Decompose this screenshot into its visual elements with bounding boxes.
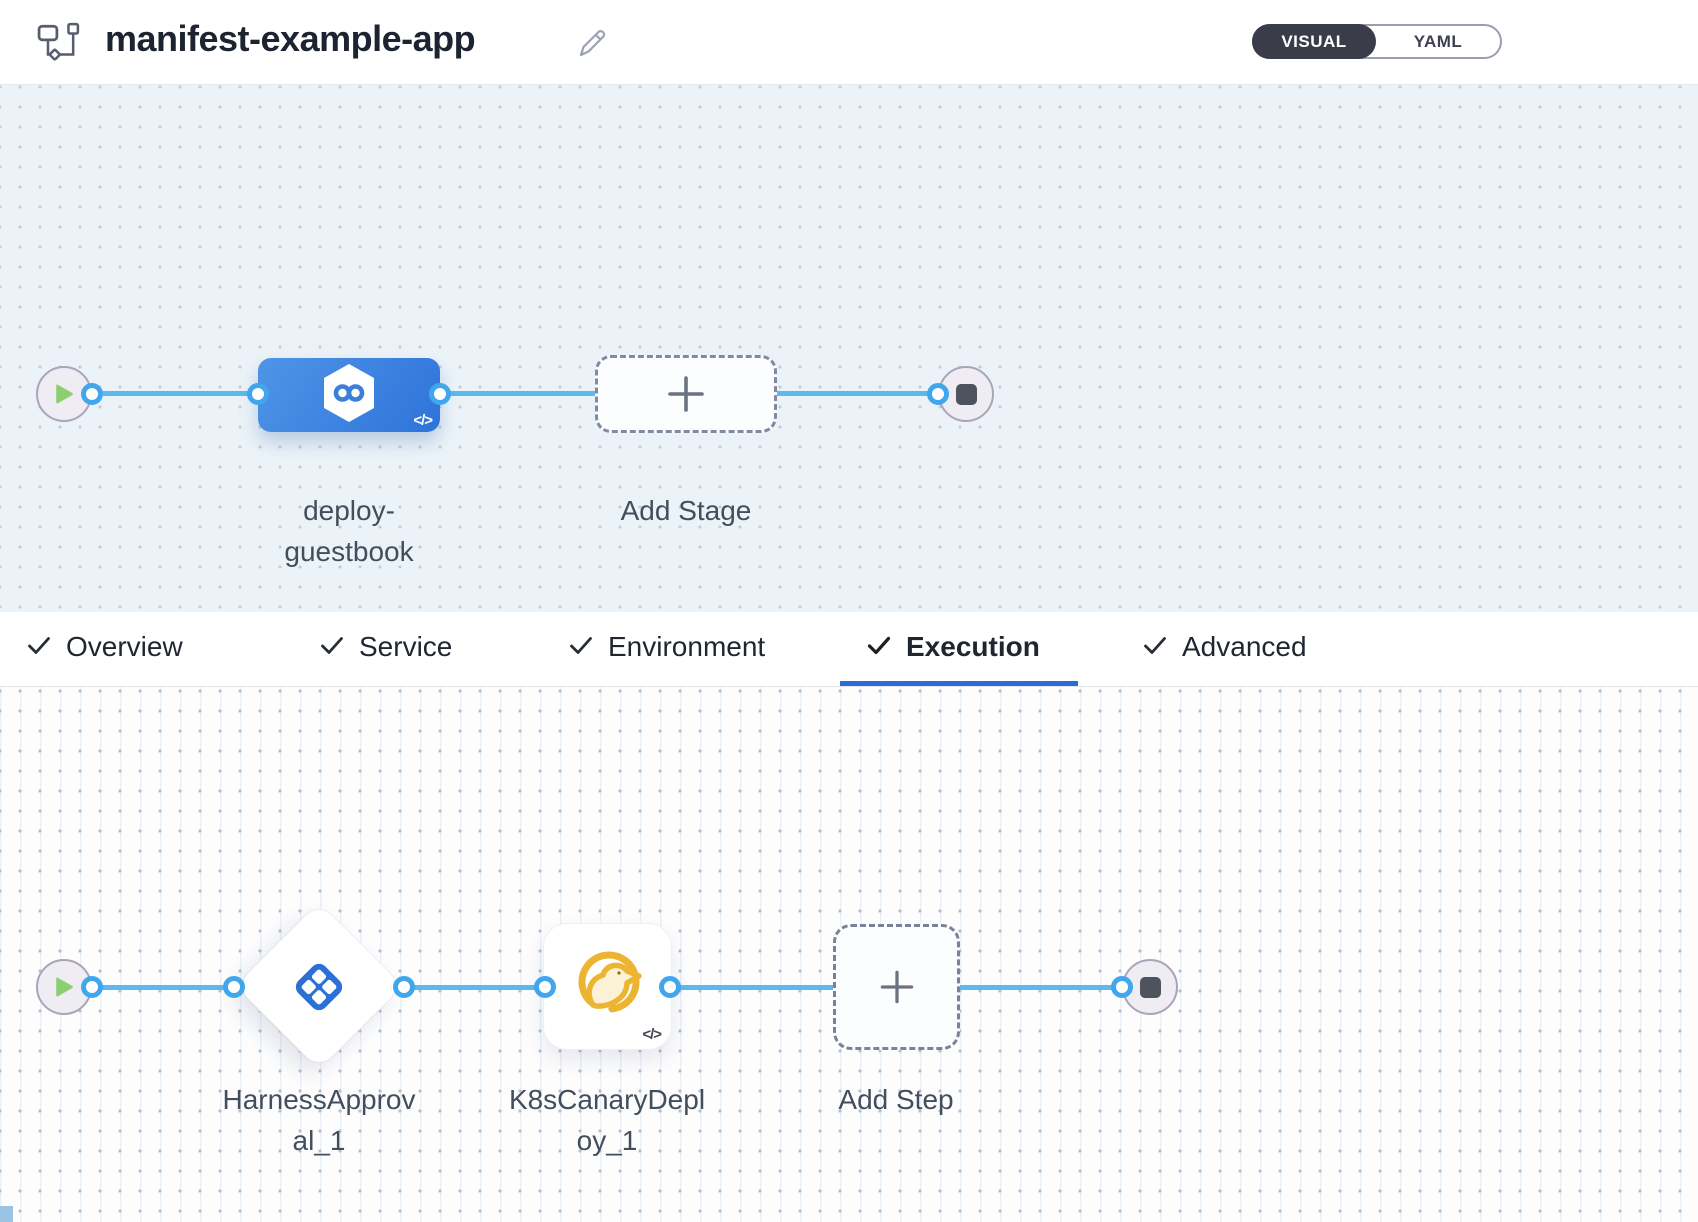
connector-dot: [429, 383, 451, 405]
header: manifest-example-app VISUAL YAML: [0, 0, 1698, 85]
execution-end-node: [1122, 959, 1178, 1015]
check-icon: [569, 636, 593, 658]
active-tab-indicator: [840, 681, 1078, 686]
flow-line: [92, 391, 258, 396]
connector-dot: [247, 383, 269, 405]
view-mode-toggle: VISUAL YAML: [1252, 24, 1502, 59]
tab-advanced[interactable]: Advanced: [1143, 612, 1307, 682]
connector-dot: [393, 976, 415, 998]
visual-toggle-button[interactable]: VISUAL: [1252, 24, 1376, 59]
step-name-label: K8sCanaryDeploy_1: [508, 1084, 706, 1156]
add-step-button[interactable]: [833, 924, 960, 1050]
stage-config-tabs: Overview Service Environment Execution A…: [0, 612, 1698, 687]
connector-dot: [81, 976, 103, 998]
connector-dot: [223, 976, 245, 998]
canary-deploy-icon: [570, 944, 648, 1029]
code-view-badge: </>: [642, 1026, 662, 1043]
play-icon: [56, 977, 73, 997]
tab-label: Execution: [906, 631, 1040, 662]
connector-dot: [534, 976, 556, 998]
tab-label: Environment: [608, 631, 766, 662]
add-stage-button[interactable]: [595, 355, 777, 433]
check-icon: [1143, 636, 1167, 658]
pencil-icon: [575, 29, 609, 63]
flow-line: [670, 985, 838, 990]
stage-name-label: deploy-guestbook: [284, 495, 414, 567]
check-icon: [320, 636, 344, 658]
add-stage-label: Add Stage: [620, 495, 752, 526]
plus-icon: [668, 376, 704, 412]
tab-environment[interactable]: Environment: [569, 612, 765, 682]
tab-label: Advanced: [1182, 631, 1307, 662]
check-icon: [27, 636, 51, 658]
pipeline-canvas[interactable]: </> deploy-guestbook Add Stage: [0, 85, 1698, 612]
canvas-corner-patch: [0, 1206, 13, 1222]
deployment-stage-icon: [322, 363, 376, 428]
step-name-label: HarnessApproval_1: [222, 1084, 416, 1156]
connector-dot: [659, 976, 681, 998]
pipeline-end-node: [938, 366, 994, 422]
pipeline-icon: [36, 22, 82, 69]
approval-step-icon: [291, 959, 347, 1015]
connector-dot: [927, 383, 949, 405]
step-node-k8s-canary-deploy[interactable]: </>: [543, 923, 672, 1050]
tab-overview[interactable]: Overview: [27, 612, 183, 682]
code-view-badge: </>: [413, 412, 433, 429]
yaml-toggle-button[interactable]: YAML: [1376, 26, 1500, 57]
connector-dot: [1111, 976, 1133, 998]
connector-dot: [81, 383, 103, 405]
pipeline-start-node: [36, 366, 92, 422]
page-title: manifest-example-app: [105, 18, 476, 59]
flow-line: [404, 985, 545, 990]
tab-service[interactable]: Service: [320, 612, 452, 682]
tab-label: Service: [359, 631, 453, 662]
edit-pipeline-name-button[interactable]: [572, 24, 612, 64]
flow-line: [955, 985, 1122, 990]
check-icon: [867, 636, 891, 658]
stage-node-deploy-guestbook[interactable]: </>: [258, 358, 440, 432]
execution-canvas[interactable]: HarnessApproval_1 </> K8sCanaryDeploy_1 …: [0, 687, 1698, 1222]
add-step-label: Add Step: [838, 1084, 954, 1115]
play-icon: [56, 384, 73, 404]
plus-icon: [880, 970, 913, 1004]
tab-execution[interactable]: Execution: [867, 612, 1040, 682]
stop-icon: [1139, 976, 1161, 998]
flow-line: [92, 985, 234, 990]
stop-icon: [955, 383, 977, 405]
tab-label: Overview: [66, 631, 183, 662]
